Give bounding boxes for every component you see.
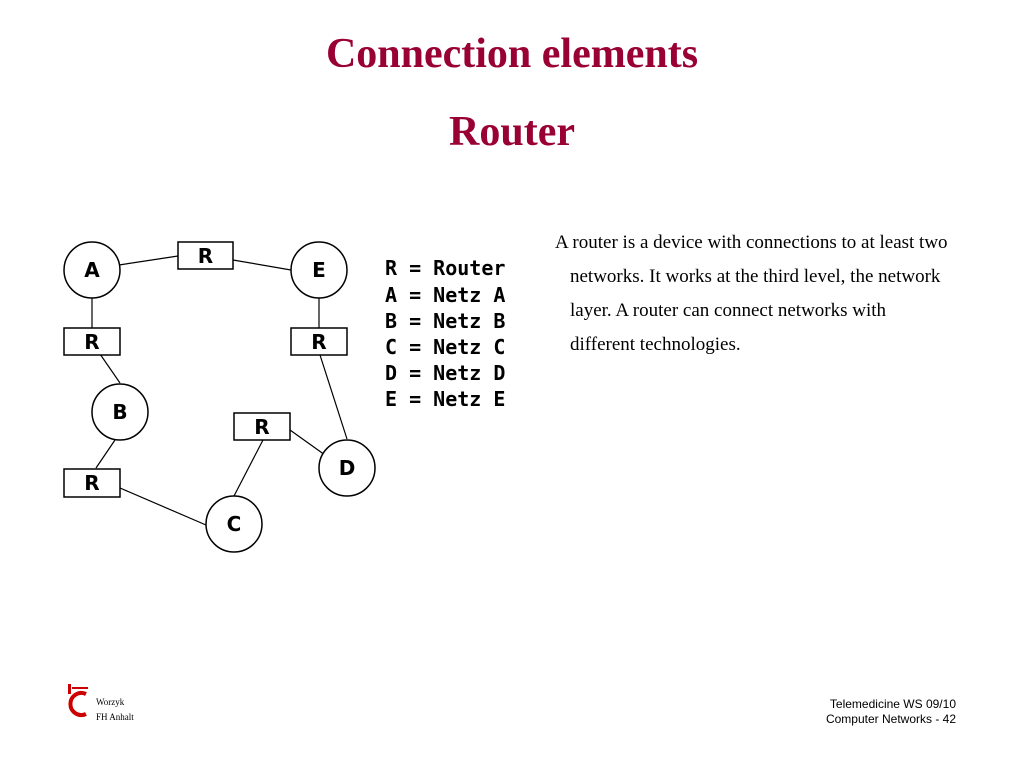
edge-router2-b bbox=[99, 353, 121, 384]
router-network-diagram: A B C D E R R R R R R = Router A = Netz … bbox=[63, 241, 505, 553]
edge-a-router1 bbox=[118, 255, 179, 266]
router-label: R bbox=[311, 330, 326, 354]
edge-b-router3 bbox=[95, 439, 116, 469]
network-label-e: E bbox=[312, 258, 326, 282]
edge-router3-c bbox=[119, 487, 207, 526]
network-label-d: D bbox=[339, 456, 356, 480]
legend-item: E = Netz E bbox=[385, 387, 505, 411]
footer-institution: FH Anhalt bbox=[96, 712, 134, 722]
network-label-a: A bbox=[84, 258, 100, 282]
router-label: R bbox=[198, 244, 213, 268]
footer-course: Telemedicine WS 09/10 bbox=[829, 697, 956, 711]
router-node: R bbox=[290, 327, 348, 356]
network-node-a: A bbox=[63, 241, 121, 299]
router-label: R bbox=[84, 471, 99, 495]
edge-router4-d bbox=[289, 429, 326, 456]
router-node: R bbox=[177, 241, 234, 270]
network-label-b: B bbox=[112, 400, 127, 424]
diagram-legend: R = Router A = Netz A B = Netz B C = Net… bbox=[385, 256, 505, 411]
router-node: R bbox=[233, 412, 291, 441]
router-label: R bbox=[84, 330, 99, 354]
edge-c-router4 bbox=[233, 439, 264, 497]
router-label: R bbox=[254, 415, 269, 439]
network-node-b: B bbox=[91, 383, 149, 441]
legend-item: A = Netz A bbox=[385, 283, 505, 307]
network-label-c: C bbox=[227, 512, 242, 536]
edge-d-router5 bbox=[319, 354, 348, 440]
network-node-d: D bbox=[318, 439, 376, 497]
slide-subtitle: Router bbox=[449, 109, 575, 155]
legend-item: D = Netz D bbox=[385, 361, 505, 385]
legend-item: R = Router bbox=[385, 256, 505, 280]
legend-item: B = Netz B bbox=[385, 309, 505, 333]
footer-author: Worzyk bbox=[96, 697, 125, 707]
router-node: R bbox=[63, 468, 121, 498]
fh-anhalt-logo-icon bbox=[68, 684, 88, 717]
slide-title: Connection elements bbox=[325, 31, 699, 77]
edge-router1-e bbox=[232, 259, 292, 271]
network-node-c: C bbox=[205, 495, 263, 553]
router-description: A router is a device with connections to… bbox=[555, 232, 948, 355]
router-node: R bbox=[63, 327, 121, 356]
network-node-e: E bbox=[290, 241, 348, 299]
legend-item: C = Netz C bbox=[385, 335, 505, 359]
footer-page-number: Computer Networks - 42 bbox=[825, 712, 956, 726]
